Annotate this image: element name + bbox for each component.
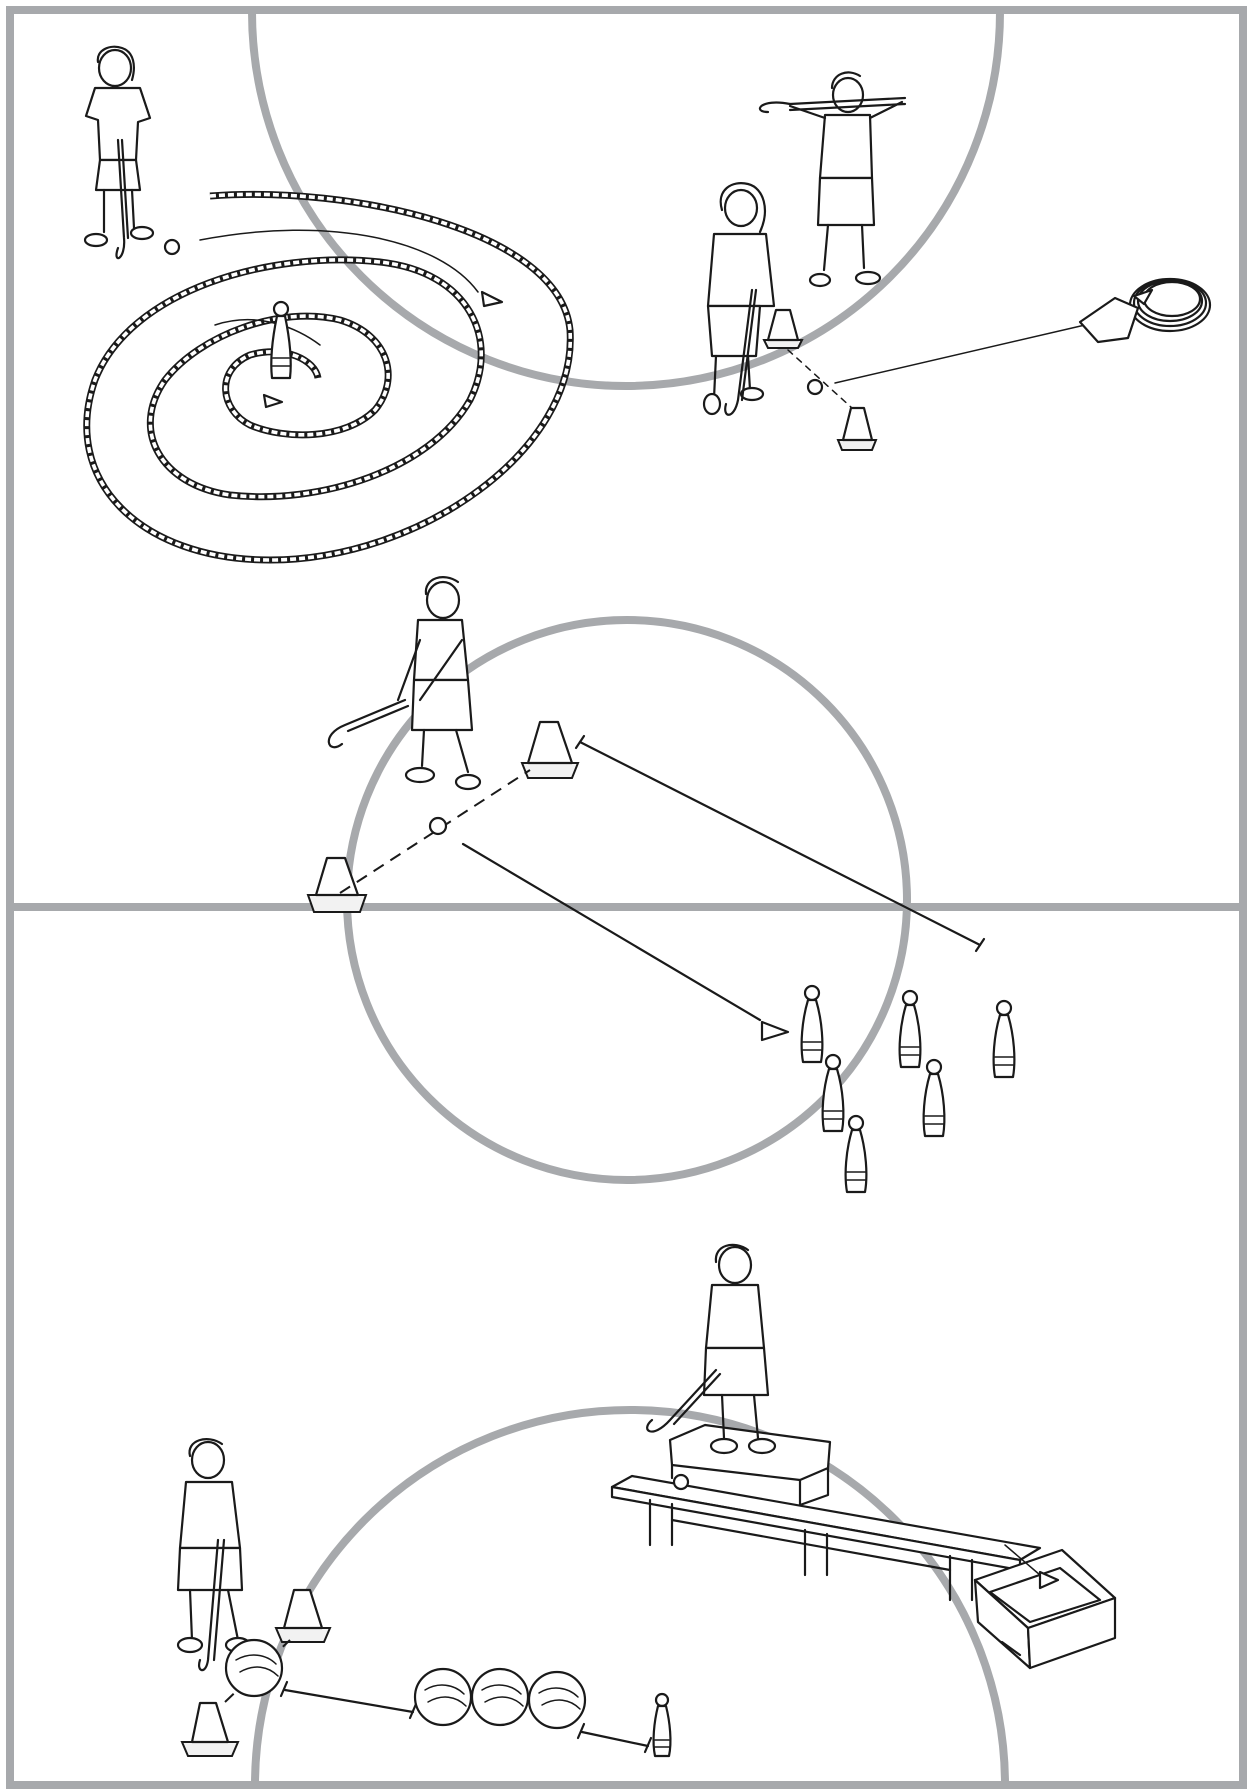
player-boy-with-stick: [178, 1439, 250, 1670]
player-boy-with-stick: [329, 577, 480, 789]
arrow-head-icon: [482, 292, 502, 306]
skittle: [802, 986, 823, 1062]
shot-arrow-icon: [762, 1022, 788, 1040]
rope-coil: [1080, 279, 1210, 342]
right-shoe: [131, 227, 153, 239]
shot-line: [463, 844, 760, 1020]
shorts: [412, 680, 472, 730]
station-cone-gate-pass: [704, 72, 1210, 450]
ball: [430, 818, 446, 834]
gym-ball-row: [415, 1669, 585, 1728]
pass-line: [835, 325, 1085, 383]
skittle: [846, 1116, 867, 1192]
distance-line-1: [285, 1690, 413, 1712]
skittle: [994, 1001, 1015, 1077]
gym-ball: [529, 1672, 585, 1728]
ball: [808, 380, 822, 394]
skittle: [823, 1055, 844, 1131]
gym-ball: [472, 1669, 528, 1725]
shirt: [820, 115, 872, 178]
bottom-circle: [255, 1410, 1005, 1785]
player-girl-with-stick: [85, 47, 153, 258]
gym-ball-start: [226, 1640, 282, 1696]
player-girl-with-stick: [704, 183, 774, 415]
shirt: [708, 234, 774, 306]
ball: [165, 240, 179, 254]
distance-line: [580, 742, 980, 945]
cone-upper: [764, 310, 802, 348]
shorts: [96, 160, 140, 190]
skittle-group: [802, 986, 1015, 1192]
target-arrow-icon: [1134, 290, 1152, 304]
cone-gate-right: [522, 722, 578, 778]
station-bench-and-box: [612, 1245, 1115, 1668]
skittle: [654, 1694, 671, 1756]
shorts: [818, 178, 874, 225]
skittle: [924, 1060, 945, 1136]
left-shoe: [85, 234, 107, 246]
cone-gate-left: [308, 858, 366, 912]
rope-spiral: [87, 194, 571, 560]
cone-lower: [182, 1703, 238, 1756]
sandbag-target: [1080, 298, 1138, 342]
station-gym-ball-push: [178, 1439, 670, 1756]
gate-line: [788, 350, 852, 408]
player-boy-stick-on-shoulders: [760, 72, 905, 286]
skittle-center: [271, 302, 291, 378]
cone-lower: [838, 408, 876, 450]
gym-ball: [415, 1669, 471, 1725]
head: [99, 50, 131, 86]
station-rope-spiral: [85, 47, 570, 560]
right-leg: [132, 190, 134, 228]
cone-upper: [276, 1590, 330, 1642]
shirt: [706, 1285, 764, 1348]
distance-line-2: [582, 1732, 648, 1746]
inner-arrow-head-icon: [264, 395, 282, 407]
skittle: [900, 991, 921, 1067]
ball: [674, 1475, 688, 1489]
shirt: [180, 1482, 240, 1548]
shorts: [178, 1548, 242, 1590]
